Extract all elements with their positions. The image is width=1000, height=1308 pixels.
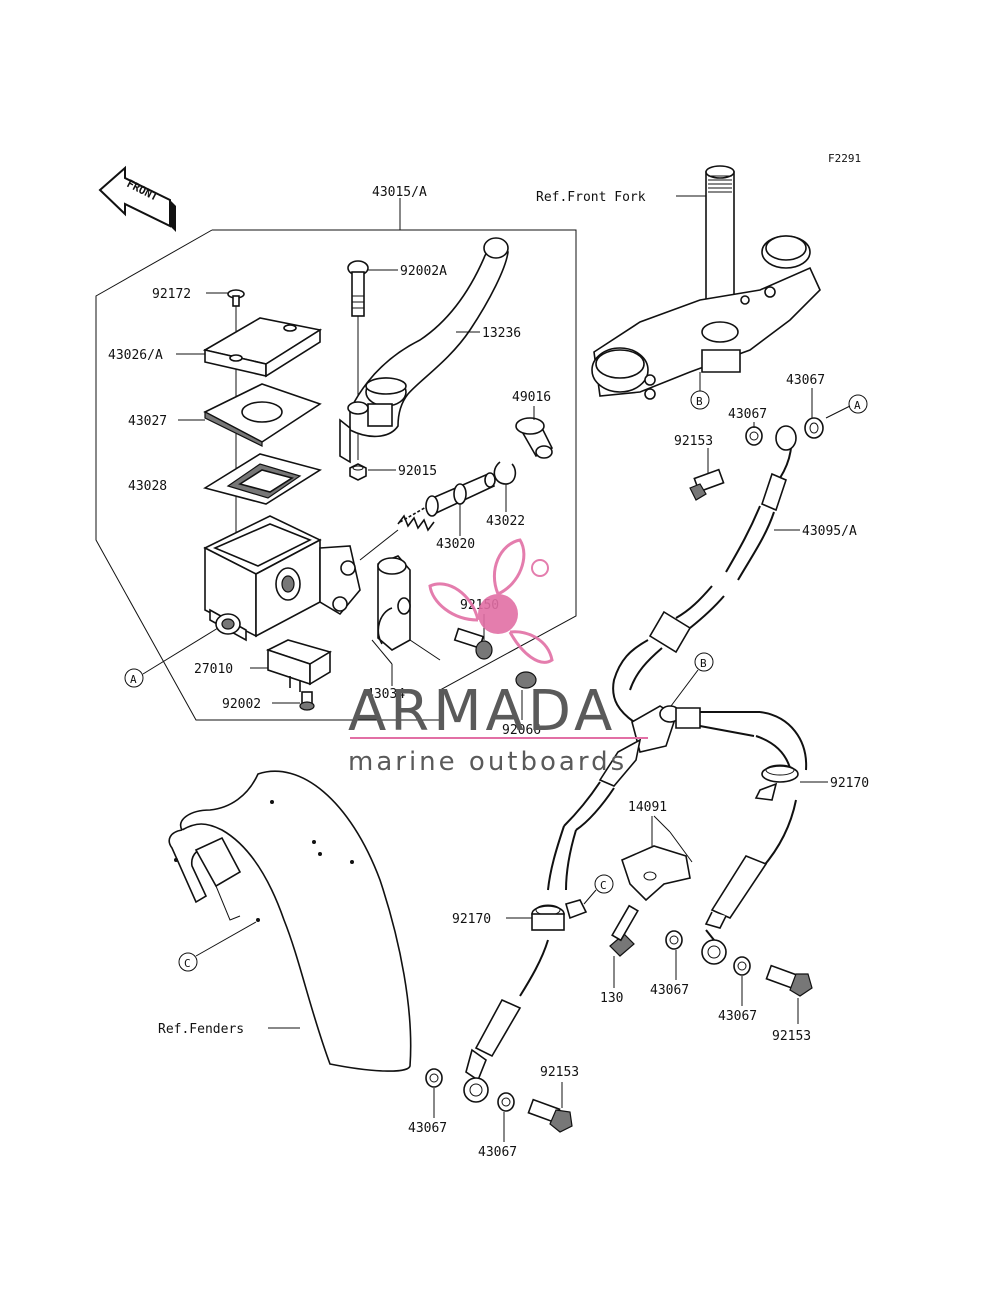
front-arrow-icon: FRONT (98, 165, 176, 232)
callout-14091: 14091 (628, 800, 667, 815)
hose-bracket (621, 831, 693, 902)
callout-43027: 43027 (128, 414, 167, 429)
handlebar-clamp (377, 555, 411, 651)
callout-92170-a: 92170 (830, 776, 869, 791)
callout-43067-d: 43067 (718, 1009, 757, 1024)
figure-code: F2291 (828, 152, 861, 165)
washer-43067-c (665, 930, 683, 950)
callout-43015A: 43015/A (372, 185, 427, 200)
callout-92066: 92066 (502, 723, 541, 738)
banjo-bolt-92153-b (765, 964, 813, 997)
callout-49016: 49016 (512, 390, 551, 405)
brake-hose-lower (463, 825, 577, 1103)
washer-43067-f (497, 1092, 515, 1112)
ref-front-fork: Ref.Front Fork (536, 190, 646, 205)
callout-27010: 27010 (194, 662, 233, 677)
bolt-92150 (453, 627, 493, 660)
master-cylinder-body (203, 515, 361, 642)
screw-92172 (227, 289, 245, 307)
pivot-bolt-92002A (347, 260, 369, 317)
diaphragm (202, 453, 322, 505)
dust-boot (515, 417, 554, 459)
callout-43095A: 43095/A (802, 524, 857, 539)
callout-13236: 13236 (482, 326, 521, 341)
callout-92153-c: 92153 (540, 1065, 579, 1080)
washer-43067-a (804, 417, 824, 439)
callout-92153-b: 92153 (772, 1029, 811, 1044)
nut-92015 (349, 463, 367, 481)
steering-stem (591, 165, 821, 400)
callout-92002: 92002 (222, 697, 261, 712)
marker-a-left: A (124, 668, 144, 688)
washer-43067-e (425, 1068, 443, 1088)
callout-92153-a: 92153 (674, 434, 713, 449)
callout-130: 130 (600, 991, 623, 1006)
marker-b1-label: B (696, 395, 703, 408)
callout-43067-e: 43067 (408, 1121, 447, 1136)
callout-43022: 43022 (486, 514, 525, 529)
callout-43067-c: 43067 (650, 983, 689, 998)
reservoir-cap (202, 317, 323, 378)
marker-c2-label: C (184, 957, 191, 970)
marker-a2-label: A (854, 399, 861, 412)
marker-b-top: B (690, 372, 710, 410)
washer-43067-d (733, 956, 751, 976)
circlip (493, 461, 517, 485)
brake-lever (339, 237, 509, 464)
marker-c-left: C (178, 952, 198, 972)
callout-43020: 43020 (436, 537, 475, 552)
marker-b-mid: B (694, 652, 714, 672)
watermark-tagline: marine outboards (348, 747, 627, 777)
marker-c-right: C (594, 874, 614, 894)
callout-43034: 43034 (366, 687, 405, 702)
ref-fenders: Ref.Fenders (158, 1022, 244, 1037)
piston-kit (397, 472, 496, 532)
hose-clamp-92170-b (531, 899, 588, 931)
cap-92066 (515, 671, 537, 689)
banjo-bolt-92153-a (689, 468, 725, 501)
callout-92172: 92172 (152, 287, 191, 302)
callout-43067-f: 43067 (478, 1145, 517, 1160)
watermark-brand: ARMADA (348, 679, 616, 744)
marker-c1-label: C (600, 879, 607, 892)
callout-43028: 43028 (128, 479, 167, 494)
armada-logo-icon (428, 538, 554, 664)
banjo-bolt-92153-c (527, 1098, 573, 1133)
screw-92002 (299, 691, 315, 711)
bolt-130 (609, 904, 639, 957)
marker-a1-label: A (130, 673, 137, 686)
assembly-outline (95, 229, 577, 721)
callout-92015: 92015 (398, 464, 437, 479)
brake-hose-right (701, 711, 808, 965)
callout-92170-b: 92170 (452, 912, 491, 927)
brake-switch (265, 639, 332, 692)
brake-hose-junction (563, 705, 760, 831)
diaphragm-plate (203, 383, 322, 447)
callout-43067-a: 43067 (786, 373, 825, 388)
callout-43067-b: 43067 (728, 407, 767, 422)
callout-43026A: 43026/A (108, 348, 163, 363)
hose-clamp-92170-a (754, 764, 799, 801)
marker-b2-label: B (700, 657, 707, 670)
front-fender (168, 770, 412, 1072)
brake-hose-upper (612, 425, 797, 723)
marker-a-right: A (848, 394, 868, 414)
washer-43067-b (745, 426, 763, 446)
callout-92002A: 92002A (400, 264, 447, 279)
